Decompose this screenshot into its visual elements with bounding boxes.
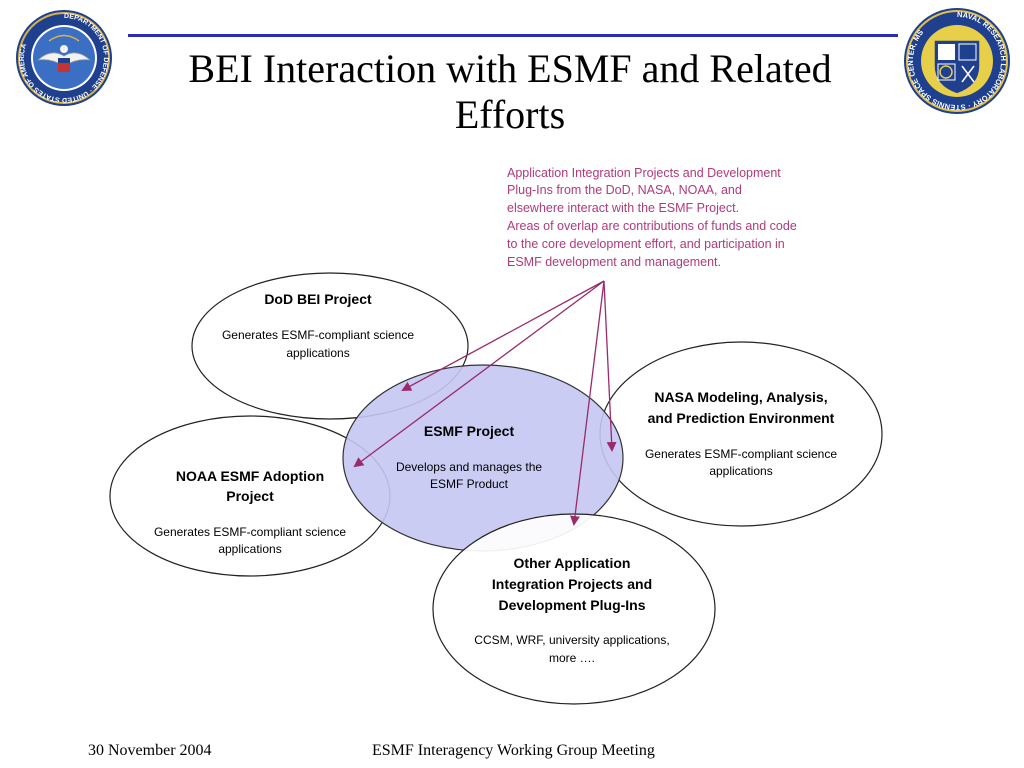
annotation: Application Integration Projects and Dev… (507, 166, 797, 269)
footer-meeting: ESMF Interagency Working Group Meeting (372, 742, 655, 759)
arrows (353, 280, 617, 526)
dod-bei-desc: applications (286, 346, 349, 360)
nasa-node: NASA Modeling, Analysis, and Prediction … (645, 389, 837, 478)
slide-title: BEI Interaction with ESMF and Related Ef… (130, 46, 890, 138)
nrl-seal-logo: NAVAL RESEARCH LABORATORY · STENNIS SPAC… (904, 8, 1010, 114)
footer-date: 30 November 2004 (88, 742, 212, 759)
noaa-title: Project (226, 488, 274, 504)
annotation-line: ESMF development and management. (507, 255, 721, 269)
other-projects-node: Other Application Integration Projects a… (474, 555, 669, 665)
dod-bei-node: DoD BEI Project Generates ESMF-compliant… (222, 291, 414, 360)
annotation-line: elsewhere interact with the ESMF Project… (507, 201, 739, 215)
slide-title-line-1: BEI Interaction with ESMF and Related (188, 46, 832, 91)
arrow-to-noaa-overlap (353, 280, 605, 468)
title-rule (128, 34, 898, 37)
annotation-line: to the core development effort, and part… (507, 237, 785, 251)
slide-title-line-2: Efforts (454, 92, 566, 137)
annotation-line: Areas of overlap are contributions of fu… (507, 219, 797, 233)
esmf-project-title: ESMF Project (424, 423, 515, 439)
arrow-to-dod-overlap (401, 280, 605, 391)
nasa-ellipse (599, 341, 883, 527)
dod-seal-logo: DEPARTMENT OF DEFENSE · UNITED STATES OF… (16, 10, 112, 106)
esmf-project-desc: ESMF Product (430, 477, 509, 491)
nasa-title: and Prediction Environment (648, 410, 835, 426)
esmf-project-desc: Develops and manages the (396, 460, 542, 474)
annotation-line: Plug-Ins from the DoD, NASA, NOAA, and (507, 183, 742, 197)
dod-bei-title: DoD BEI Project (264, 291, 372, 307)
nasa-title: NASA Modeling, Analysis, (654, 389, 827, 405)
annotation-line: Application Integration Projects and Dev… (507, 166, 781, 180)
other-projects-ellipse (432, 513, 716, 705)
nasa-desc: applications (709, 464, 772, 478)
noaa-desc: Generates ESMF-compliant science (154, 525, 346, 539)
other-projects-desc: CCSM, WRF, university applications, (474, 633, 669, 647)
other-projects-title: Other Application (514, 555, 631, 571)
noaa-title: NOAA ESMF Adoption (176, 468, 324, 484)
arrow-to-nasa-overlap (603, 280, 617, 452)
dod-bei-desc: Generates ESMF-compliant science (222, 328, 414, 342)
noaa-node: NOAA ESMF Adoption Project Generates ESM… (154, 468, 346, 556)
dod-bei-ellipse (191, 272, 469, 420)
other-projects-title: Integration Projects and (492, 576, 652, 592)
other-projects-desc: more …. (549, 651, 595, 665)
other-projects-title: Development Plug-Ins (498, 597, 645, 613)
arrow-to-other-overlap (570, 280, 605, 526)
nasa-desc: Generates ESMF-compliant science (645, 447, 837, 461)
esmf-project-node: ESMF Project Develops and manages the ES… (396, 423, 542, 491)
noaa-desc: applications (218, 542, 281, 556)
